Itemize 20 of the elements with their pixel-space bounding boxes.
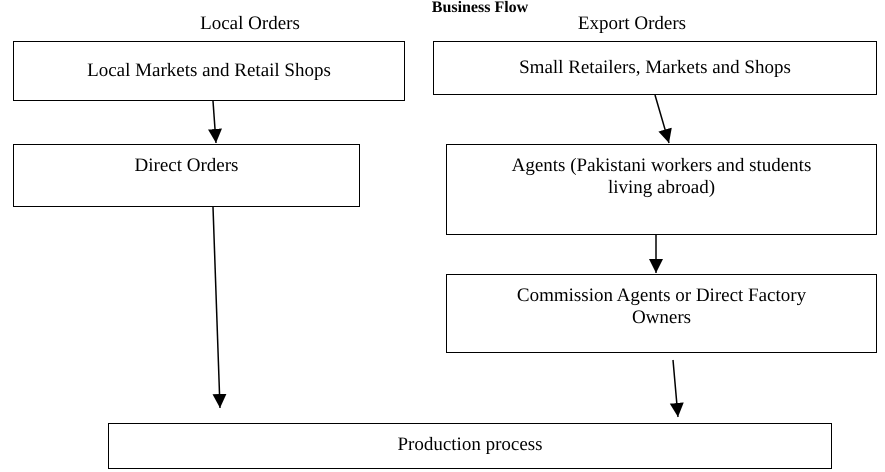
process-box [13,41,405,101]
process-box [108,423,832,469]
arrow [649,235,663,273]
arrow [208,100,222,144]
column-heading: Local Orders [200,13,300,35]
process-box [13,144,360,207]
arrow [670,360,684,418]
box-label: Production process [397,434,543,456]
arrow [654,94,672,144]
box-label: Agents (Pakistani workers and students living abroad) [510,155,812,199]
box-label: Small Retailers, Markets and Shops [519,57,791,79]
column-heading: Export Orders [578,13,686,35]
box-label: Commission Agents or Direct Factory Owners [516,285,808,329]
process-box [446,274,877,353]
box-label: Local Markets and Retail Shops [87,60,331,82]
process-box [433,41,877,95]
arrow [212,206,226,408]
process-box [446,144,877,235]
box-label: Direct Orders [134,155,238,177]
diagram-title: Business Flow [432,0,528,17]
